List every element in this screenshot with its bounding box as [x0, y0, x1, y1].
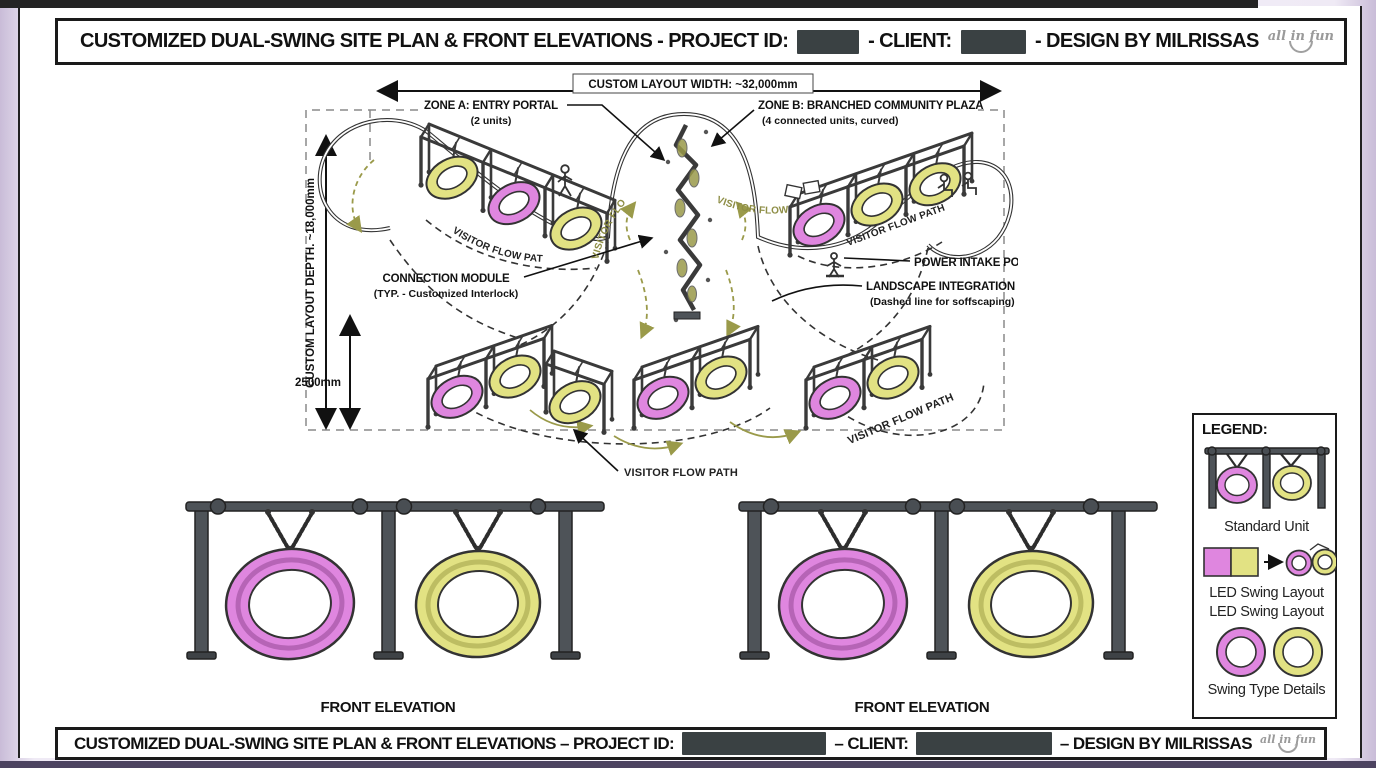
zone-a-sub: (2 units): [471, 115, 512, 127]
legend-item-swing-type: Swing Type Details: [1207, 681, 1326, 698]
front-elevation-left: [180, 488, 610, 678]
swing-row: [787, 131, 975, 258]
client-redaction: [960, 29, 1027, 54]
zone-a-annotation: ZONE A: ENTRY PORTAL (2 units): [424, 100, 666, 162]
legend-led-layout-icon: [1202, 542, 1336, 577]
legend-item-led-1: LED Swing Layout: [1209, 584, 1324, 601]
swing-row: [803, 324, 933, 431]
footer-title: CUSTOMIZED DUAL-SWING SITE PLAN & FRONT …: [74, 733, 675, 753]
footer-design-label: – DESIGN BY MILRISSAS: [1059, 733, 1253, 753]
swing-row: [543, 349, 615, 435]
pathway-outline: [317, 111, 1014, 259]
swing-frame: [185, 498, 605, 660]
branched-trunk: [663, 123, 713, 323]
yellow-ring-plan: [548, 380, 602, 425]
legend-title: LEGEND:: [1202, 421, 1268, 438]
swing-row: [418, 122, 618, 264]
connection-sub: (TYP. - Customized Interlock): [374, 288, 519, 300]
logo-smile-arc: [1288, 41, 1313, 53]
legend-standard-unit-icon: [1203, 446, 1330, 509]
logo-text: all in fun: [1267, 29, 1334, 44]
yellow-ring-plan: [866, 355, 920, 400]
header-title-bar: CUSTOMIZED DUAL-SWING SITE PLAN & FRONT …: [55, 18, 1347, 65]
yellow-ring-plan: [850, 182, 904, 227]
zone-b-title: ZONE B: BRANCHED COMMUNITY PLAZA: [758, 100, 983, 112]
connection-title: CONNECTION MODULE: [383, 273, 510, 285]
footer-logo-text: all in fun: [1259, 733, 1316, 746]
pink-ring-swing: [777, 547, 909, 661]
seated-people-icons: [937, 171, 977, 197]
pink-ring-plan: [792, 202, 846, 247]
front-elevation-drawing: [738, 498, 1158, 661]
footer-project-id-redaction: [682, 732, 827, 755]
zone-b-sub: (4 connected units, curved): [762, 115, 899, 127]
legend-item-standard-unit: Standard Unit: [1224, 519, 1309, 535]
site-plan-drawing: CUSTOM LAYOUT WIDTH: ~32,000mm CUSTOM LA…: [278, 70, 1018, 479]
dimension-depth: CUSTOM LAYOUT DEPTH. ~18,000mm: [305, 134, 337, 430]
footer-title-bar: CUSTOMIZED DUAL-SWING SITE PLAN & FRONT …: [55, 727, 1327, 760]
layout-boundary-dashed: [305, 109, 1005, 431]
footer-client-label: – CLIENT:: [834, 733, 909, 753]
swing-frame: [738, 498, 1158, 660]
flow-arrows: [346, 159, 802, 456]
header-title: CUSTOMIZED DUAL-SWING SITE PLAN & FRONT …: [80, 30, 789, 52]
flow-boundary-curves: [389, 219, 985, 445]
pink-ring-plan: [808, 375, 862, 420]
svg-text:VISITOR FLOW PATH: VISITOR FLOW PATH: [624, 467, 738, 479]
width-dim-label: CUSTOM LAYOUT WIDTH: ~32,000mm: [588, 79, 797, 91]
walking-person-icon: [557, 164, 573, 197]
dimension-bay: 2500mm: [295, 314, 361, 430]
front-elevation-drawing: [185, 498, 605, 661]
footer-all-in-fun-logo: all in fun: [1260, 734, 1316, 753]
header-client-label: - CLIENT:: [868, 30, 952, 52]
legend-swing-type-icon: [1215, 626, 1323, 677]
yellow-ring-plan: [488, 354, 542, 399]
top-edge-strip: [0, 0, 1258, 8]
swing-row: [425, 323, 555, 430]
pink-ring-plan: [430, 374, 484, 419]
swing-chains: [266, 511, 502, 550]
landscape-title: LANDSCAPE INTEGRATION POINT: [866, 281, 1018, 293]
pink-ring-plan: [636, 375, 690, 420]
project-id-redaction: [797, 29, 860, 54]
yellow-ring-swing: [967, 549, 1095, 659]
bottom-edge-strip: [0, 761, 1376, 768]
dimension-width: CUSTOM LAYOUT WIDTH: ~32,000mm: [376, 73, 1002, 102]
power-intake-annotation: POWER INTAKE POINT: [843, 257, 1018, 269]
depth-dim-label: CUSTOM LAYOUT DEPTH. ~18,000mm: [305, 178, 317, 388]
all-in-fun-logo: all in fun: [1268, 30, 1334, 53]
yellow-ring-plan: [425, 155, 479, 200]
people-figures: [557, 164, 977, 278]
power-label: POWER INTAKE POINT: [914, 257, 1018, 269]
pink-ring-plan: [487, 181, 541, 226]
bay-dim-label: 2500mm: [295, 377, 341, 389]
swing-row: [631, 324, 761, 431]
swing-chains: [819, 511, 1055, 550]
connection-module-annotation: CONNECTION MODULE (TYP. - Customized Int…: [374, 234, 654, 300]
legend-item-led-2: LED Swing Layout: [1209, 604, 1324, 621]
yellow-ring-plan: [694, 355, 748, 400]
landscape-sub: (Dashed line for soffscaping): [870, 296, 1015, 308]
yellow-ring-swing: [414, 549, 542, 659]
front-elevation-right-label: FRONT ELEVATION: [854, 699, 990, 716]
legend-panel: LEGEND: Standard Unit: [1192, 413, 1337, 719]
zone-a-title: ZONE A: ENTRY PORTAL: [424, 100, 558, 112]
header-design-label: - DESIGN BY MILRISSAS: [1035, 30, 1259, 52]
footer-logo-smile-arc: [1277, 743, 1298, 753]
yellow-ring-plan: [549, 206, 603, 251]
flow-label-bottom: VISITOR FLOW PATH: [572, 428, 738, 479]
landscape-annotation: LANDSCAPE INTEGRATION POINT (Dashed line…: [771, 281, 1018, 308]
pink-ring-swing: [224, 547, 356, 661]
front-elevation-right: [733, 488, 1163, 678]
footer-client-redaction: [916, 732, 1052, 755]
front-elevation-left-label: FRONT ELEVATION: [320, 699, 456, 716]
zone-b-annotation: ZONE B: BRANCHED COMMUNITY PLAZA (4 conn…: [710, 100, 983, 148]
signage-icons: [784, 179, 821, 200]
power-worker-icon: [826, 252, 844, 278]
